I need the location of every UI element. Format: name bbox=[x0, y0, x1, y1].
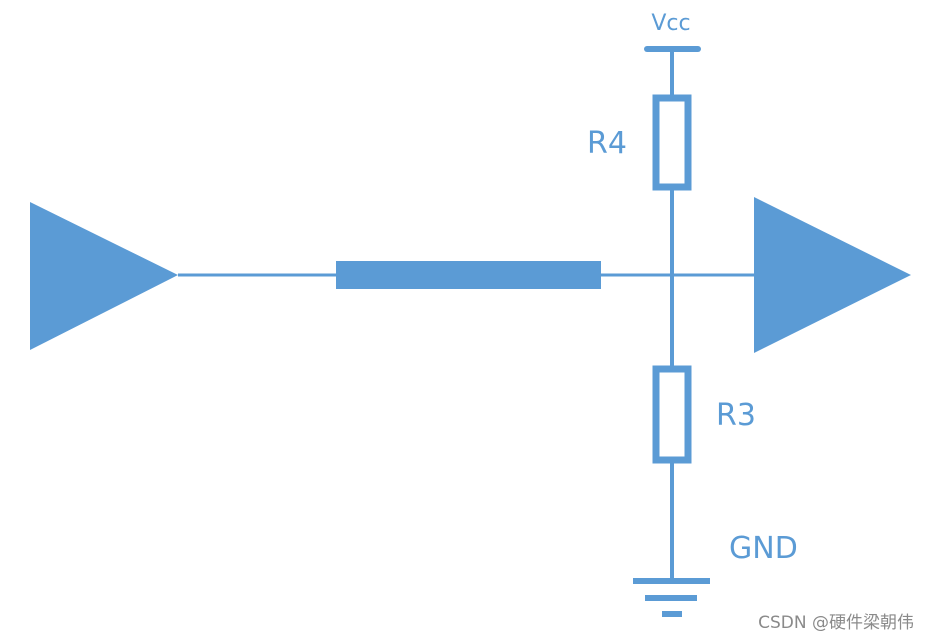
resistor-r3 bbox=[652, 365, 692, 464]
r4-label: R4 bbox=[587, 126, 627, 161]
gnd-label: GND bbox=[729, 531, 798, 566]
series-resistor bbox=[336, 261, 601, 289]
vcc-label: Vcc bbox=[651, 11, 690, 36]
watermark: CSDN @硬件梁朝伟 bbox=[758, 613, 914, 633]
resistor-r4 bbox=[652, 94, 692, 191]
input-buffer-icon bbox=[30, 202, 178, 350]
output-buffer-icon bbox=[754, 197, 911, 353]
r3-label: R3 bbox=[716, 398, 756, 433]
ground-icon bbox=[633, 578, 710, 617]
